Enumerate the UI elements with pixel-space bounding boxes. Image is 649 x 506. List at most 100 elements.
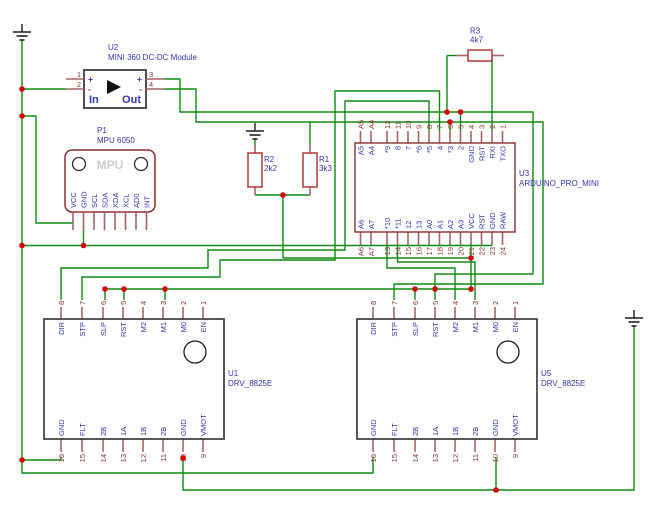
- u3-pin-name: *3: [446, 146, 455, 153]
- junction-dot: [121, 286, 127, 292]
- u3-ref: U3: [519, 169, 530, 178]
- u3-pin-number: 21: [467, 247, 476, 255]
- wire[interactable]: [164, 78, 534, 300]
- u5-pin-name: M0: [491, 322, 500, 332]
- u3-pin-name: A6: [357, 220, 366, 229]
- p1-desc: MPU 6050: [97, 136, 135, 145]
- u5-pin-number: 3: [471, 301, 480, 305]
- r2-body[interactable]: [247, 152, 263, 188]
- wire[interactable]: [22, 457, 62, 461]
- u3-body[interactable]: [354, 142, 516, 233]
- u3-pin-number: 2: [488, 125, 497, 129]
- junction-dot: [19, 113, 25, 119]
- junction-dot: [444, 109, 450, 115]
- u3-pin-number: 13: [383, 247, 392, 255]
- wire[interactable]: [386, 244, 456, 300]
- u3-pin-number: A7: [367, 247, 376, 256]
- u1-pin-name: M1: [159, 322, 168, 332]
- r1-value: 3k3: [319, 164, 332, 173]
- wire[interactable]: [396, 244, 476, 300]
- p1-pin-name: GND: [80, 191, 89, 208]
- r3-body[interactable]: [467, 49, 493, 62]
- u5-pin-name: 2B: [411, 427, 420, 436]
- u5-pin-number: 1: [511, 301, 520, 305]
- u3-pin-name: *5: [425, 146, 434, 153]
- u5-pin-name: M1: [471, 322, 480, 332]
- u3-pin-number: A5: [357, 120, 366, 129]
- u1-ref: U1: [228, 369, 239, 378]
- u5-pin-number: 9: [511, 454, 520, 458]
- u5-pin-name: M2: [451, 322, 460, 332]
- wire[interactable]: [182, 326, 635, 491]
- u5-pin-name: 1A: [431, 427, 440, 436]
- u3-pin-number: 12: [383, 121, 392, 129]
- u5-pin-number: 14: [411, 454, 420, 462]
- u5-ref: U5: [541, 369, 552, 378]
- junction-dot: [102, 286, 108, 292]
- u5-pin-name: RST: [431, 322, 440, 337]
- u3-pin-name: A1: [436, 220, 445, 229]
- u5-pin-number: 12: [451, 454, 460, 462]
- wire[interactable]: [81, 90, 441, 300]
- u3-pin-name: A3: [457, 220, 466, 229]
- wire[interactable]: [60, 100, 430, 300]
- u3-pin-name: RXI: [488, 146, 497, 159]
- u1-pin-number: 7: [78, 301, 87, 305]
- u3-pin-name: RAW: [499, 211, 508, 229]
- u3-pin-number: 11: [394, 121, 403, 129]
- u5-pin-name: DIR: [369, 321, 378, 335]
- junction-dot: [280, 192, 286, 198]
- u3-pin-name: A4: [367, 146, 376, 155]
- u1-pin-number: 14: [99, 454, 108, 462]
- u2-pin-sign: +: [88, 74, 93, 84]
- r1-body[interactable]: [302, 152, 318, 188]
- u3-pin-number: 10: [404, 121, 413, 129]
- u1-index-circle-icon: [183, 340, 207, 364]
- p1-mount-hole-icon: [133, 156, 149, 172]
- u1-body[interactable]: [43, 318, 225, 440]
- r3-ref: R3: [470, 27, 481, 36]
- u3-pin-number: 7: [436, 125, 445, 129]
- junction-dot: [180, 455, 186, 461]
- u3-pin-number: 8: [425, 125, 434, 129]
- u3-pin-number: 5: [457, 125, 466, 129]
- u1-pin-number: 12: [139, 454, 148, 462]
- u3-pin-name: *6: [415, 146, 424, 153]
- u1-pin-name: RST: [119, 322, 128, 337]
- u1-pin-name: M0: [179, 322, 188, 332]
- u3-pin-name: A7: [367, 220, 376, 229]
- p1-pin-name: VCC: [69, 192, 78, 208]
- u3-pin-name: GND: [467, 145, 476, 162]
- wire[interactable]: [21, 457, 374, 474]
- u3-pin-name: GND: [488, 212, 497, 229]
- u3-pin-number: 23: [488, 247, 497, 255]
- u3-pin-name: 2: [457, 146, 466, 150]
- u5-pin-name: GND: [369, 419, 378, 436]
- u1-pin-name: GND: [179, 419, 188, 436]
- wire[interactable]: [164, 88, 544, 300]
- p1-overlay-label: MPU: [97, 158, 124, 172]
- junction-dot: [19, 242, 25, 249]
- u1-pin-number: 2: [179, 301, 188, 305]
- u1-pin-number: 16: [57, 454, 66, 462]
- u3-pin-number: 1: [499, 125, 508, 129]
- junction-dot: [468, 286, 474, 292]
- u1-pin-name: 1A: [119, 427, 128, 436]
- wire[interactable]: [22, 115, 73, 224]
- p1-pin-name: SCL: [90, 193, 99, 208]
- u3-pin-name: *11: [394, 218, 403, 229]
- u1-name: DRV_8825E: [228, 379, 272, 388]
- u1-pin-number: 1: [199, 301, 208, 305]
- r1-ref: R1: [319, 155, 330, 164]
- r2-ref: R2: [264, 155, 275, 164]
- u5-body[interactable]: [356, 318, 538, 440]
- u3-pin-name: A2: [446, 220, 455, 229]
- u5-pin-name: FLT: [390, 423, 399, 436]
- junction-dot: [457, 109, 464, 115]
- u5-pin-name: 1B: [451, 427, 460, 436]
- u5-pin-number: 16: [369, 454, 378, 462]
- p1-body[interactable]: [64, 149, 156, 213]
- u5-pin-number: 5: [431, 301, 440, 305]
- u2-pin-sign: -: [139, 84, 142, 94]
- junction-dot: [468, 255, 474, 261]
